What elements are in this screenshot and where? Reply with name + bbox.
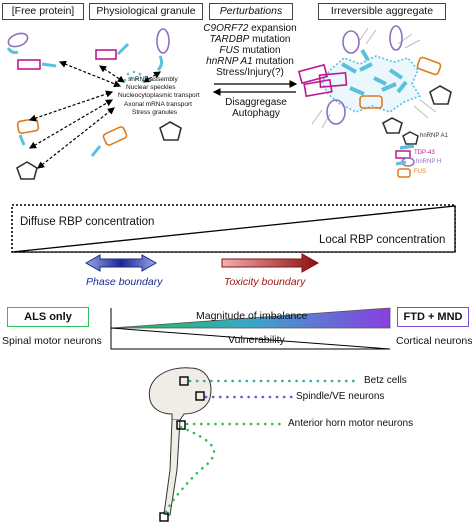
pentagon-protein (16, 161, 38, 180)
legend-fus-icon (397, 168, 411, 178)
toxicity-boundary-label: Toxicity boundary (224, 276, 306, 288)
granule-function: Nuclear speckles (126, 84, 176, 92)
spindle-ve-neurons-label: Spindle/VE neurons (296, 391, 385, 402)
reverse-process: Disaggregase Autophagy (212, 97, 300, 119)
fus-cylinder (102, 126, 128, 146)
perturbation-item: C9ORF72 expansion (203, 23, 297, 34)
legend-label-hnrnpa1: hnRNP A1 (420, 133, 448, 139)
granule-function: snRNP assembly (128, 76, 178, 83)
perturbation-item: TARDBP mutation (209, 34, 291, 45)
header-physiological-granule: Physiological granule (89, 3, 203, 20)
cortical-neurons-label: Cortical neurons (396, 335, 473, 347)
phase-boundary-arrow (84, 254, 158, 272)
granule-function: Axonal mRNA transport (124, 100, 192, 108)
betz-cell-box (179, 376, 189, 386)
disaggregase-label: Disaggregase (225, 97, 287, 108)
spindle-neuron-box (195, 391, 205, 401)
header-perturbations: Perturbations (209, 3, 293, 20)
imbalance-label: Magnitude of imbalance (196, 310, 308, 322)
spinal-box (159, 512, 169, 522)
hnrnp-h-oval (7, 32, 29, 48)
header-free-protein: [Free protein] (2, 3, 84, 20)
legend-hnrnpa1-icon (399, 144, 415, 150)
legend-label-tdp43: TDP-43 (414, 150, 435, 156)
vulnerability-label: Vulnerability (228, 334, 285, 346)
legend-pentagon-icon (402, 131, 419, 145)
granule-dots (123, 70, 152, 83)
tdp43-rect (17, 59, 41, 70)
perturbation-list: C9ORF72 expansion TARDBP mutation FUS mu… (190, 23, 310, 78)
toxicity-boundary-arrow (221, 253, 320, 273)
concentration-wedge (11, 205, 456, 253)
legend-label-fus: FUS (414, 169, 426, 175)
pentagon-protein (159, 121, 182, 141)
hnrnp-h-oval (156, 28, 170, 54)
granule-function: Stress granules (132, 108, 178, 116)
ftd-mnd-box: FTD + MND (397, 307, 469, 327)
legend-icons (395, 131, 419, 178)
header-irreversible-aggregate: Irreversible aggregate (318, 3, 446, 20)
autophagy-label: Autophagy (232, 108, 280, 119)
neuron-projections (164, 379, 357, 514)
als-only-box: ALS only (7, 307, 89, 327)
fus-cylinder (16, 118, 40, 134)
betz-cells-label: Betz cells (364, 375, 407, 386)
perturbation-item: hnRNP A1 mutation (206, 56, 294, 67)
nervous-system-schematic (148, 367, 212, 522)
tdp43-rect (95, 49, 117, 60)
anterior-horn-neurons-label: Anterior horn motor neurons (288, 418, 414, 429)
phase-boundary-label: Phase boundary (86, 276, 163, 288)
anterior-horn-box (176, 420, 186, 430)
diffuse-concentration-label: Diffuse RBP concentration (20, 216, 155, 228)
legend-tdp43-icon (395, 150, 411, 159)
perturbation-item: FUS mutation (219, 45, 281, 56)
granule-function-list: snRNP assembly Nuclear speckles Nucleocy… (118, 76, 200, 117)
reversible-arrows (212, 80, 298, 96)
spinal-motor-neurons-label: Spinal motor neurons (2, 335, 102, 347)
local-concentration-label: Local RBP concentration (319, 234, 446, 246)
granule-function: Nucleocytoplasmic transport (118, 92, 200, 100)
perturbation-item: Stress/Injury(?) (216, 67, 284, 78)
legend-label-hnrnph: hnRNP H (416, 159, 442, 165)
imbalance-wedge (110, 307, 391, 329)
aggregate-cluster (297, 25, 452, 134)
equilibrium-arrows (28, 60, 162, 169)
